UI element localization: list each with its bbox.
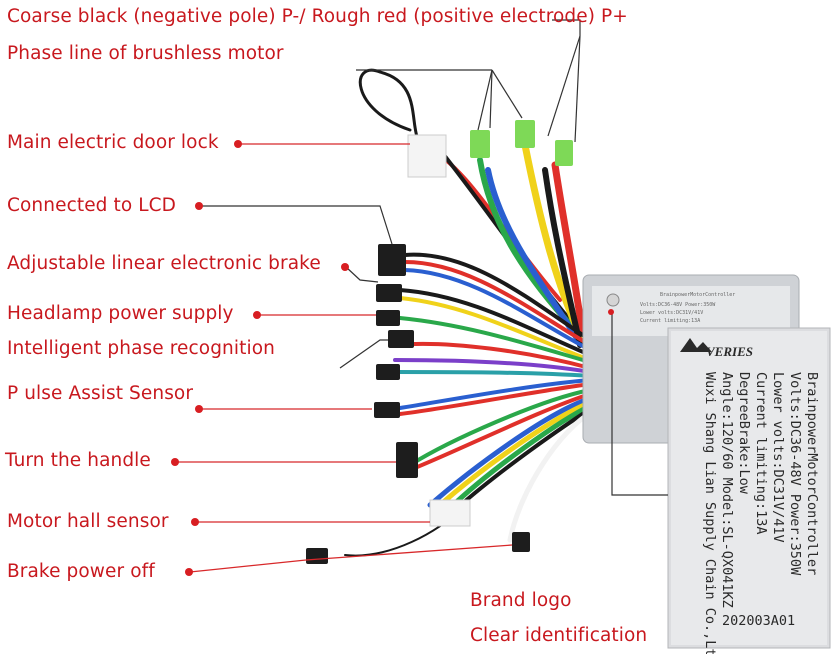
- svg-text:Current limiting:13A: Current limiting:13A: [640, 318, 700, 324]
- plate-code: 202003A01: [722, 613, 795, 629]
- red-dot-icon: [341, 263, 349, 271]
- connectors: [306, 120, 573, 564]
- label-clear-id: Clear identification: [470, 625, 648, 646]
- red-dot-icon: [191, 518, 199, 526]
- red-dot-icon: [195, 405, 203, 413]
- callout-dots: [171, 140, 614, 576]
- plate-line5: Angle:120/60 Model:SL-QX041KZ: [719, 372, 735, 608]
- red-dot-icon: [253, 311, 261, 319]
- label-brand-logo: Brand logo: [470, 590, 572, 611]
- svg-text:BrainpowerMotorController: BrainpowerMotorController: [660, 292, 735, 298]
- label-phase-line: Phase line of brushless motor: [7, 43, 284, 64]
- brand-text: VERIES: [706, 344, 753, 359]
- callout-leaders: [176, 19, 668, 573]
- label-power-leads: Coarse black (negative pole) P-/ Rough r…: [7, 6, 628, 27]
- plate-line3: Current limiting:13A: [753, 372, 769, 535]
- label-brake-adjustable: Adjustable linear electronic brake: [7, 253, 321, 274]
- label-headlamp: Headlamp power supply: [7, 303, 234, 324]
- label-door-lock: Main electric door lock: [7, 132, 219, 153]
- label-lcd: Connected to LCD: [7, 195, 177, 216]
- plate-line2: Lower volts:DC31V/41V: [770, 372, 786, 543]
- plate-title: BrainpowerMotorController: [804, 372, 820, 575]
- plate-line4: DegreeBrake:Low: [736, 372, 752, 495]
- label-pulse-assist: P ulse Assist Sensor: [7, 383, 194, 404]
- label-brake-off: Brake power off: [7, 561, 155, 582]
- label-phase-recognition: Intelligent phase recognition: [7, 338, 275, 359]
- label-handle: Turn the handle: [5, 450, 151, 471]
- label-hall-sensor: Motor hall sensor: [7, 511, 169, 532]
- red-dot-icon: [234, 140, 242, 148]
- svg-text:Volts:DC36-48V Power:350W: Volts:DC36-48V Power:350W: [640, 302, 716, 308]
- red-dot-icon: [195, 202, 203, 210]
- plate-line6: Wuxi Shang Lian Supply Chain Co.,Ltd: [702, 372, 718, 654]
- red-dot-icon: [608, 309, 614, 315]
- red-dot-icon: [185, 568, 193, 576]
- svg-text:Lower volts:DC31V/41V: Lower volts:DC31V/41V: [640, 310, 703, 316]
- red-dot-icon: [171, 458, 179, 466]
- label-plate: VERIES BrainpowerMotorController Volts:D…: [667, 327, 831, 654]
- plate-line1: Volts:DC36-48V Power:350W: [787, 372, 803, 576]
- wire-harness: [344, 68, 595, 557]
- mountain-logo-icon: VERIES: [680, 338, 753, 359]
